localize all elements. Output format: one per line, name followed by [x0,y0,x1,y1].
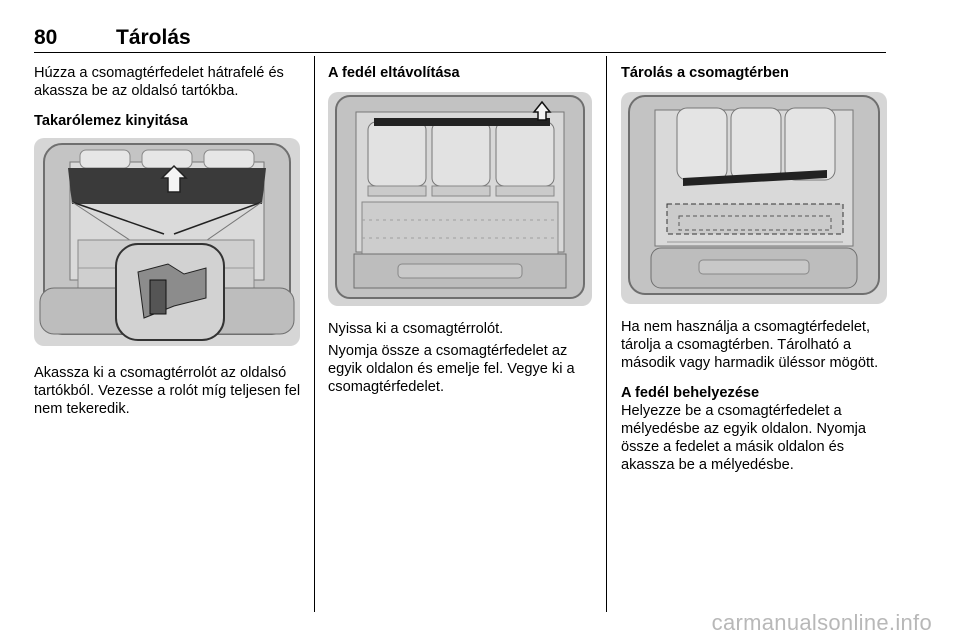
column-divider [314,56,315,612]
column-1: Húzza a csomagtérfedelet hátrafelé és ak… [34,64,302,418]
intro-text: Húzza a csomagtérfedelet hátrafelé és ak… [34,65,284,99]
chapter-title: Tárolás [116,26,191,49]
body-text: Nyissa ki a csomagtérrolót. [328,321,504,337]
page-number: 80 [34,26,58,49]
cargo-cover-removal-illustration [328,92,592,306]
watermark: carmanualsonline.info [711,610,932,635]
body-text: Helyezze be a csomagtérfedelet a mélyedé… [621,403,866,473]
column-2: A fedél eltávolítása Nyissa ki a csomagt… [328,64,592,396]
section-heading: A fedél eltávolítása [328,65,460,81]
body-text: Nyomja össze a csomagtérfedelet az egyik… [328,343,575,395]
cargo-cover-storage-illustration [621,92,887,304]
page-header: 80 Tárolás [34,24,886,53]
body-text: Akassza ki a csomagtérrolót az oldalsó t… [34,365,301,417]
section-heading: Tárolás a csomagtérben [621,65,789,81]
column-divider [606,56,607,612]
column-3: Tárolás a csomagtérben Ha nem használja … [621,64,887,474]
section-heading: A fedél behelyezése [621,385,760,401]
section-heading: Takarólemez kinyitása [34,113,188,129]
body-text: Ha nem használja a csomagtérfedelet, tár… [621,319,879,371]
cargo-cover-unhook-illustration [34,138,300,346]
